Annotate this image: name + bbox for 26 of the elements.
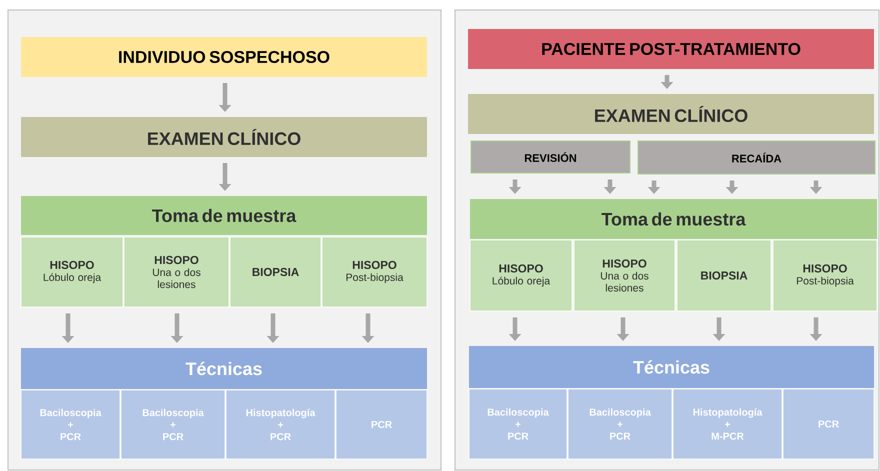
header-band: Técnicas xyxy=(469,346,874,388)
technique-cell: PCR xyxy=(336,390,428,460)
step-box: EXAMEN CLÍNICO xyxy=(468,94,874,134)
technique-cell: Baciloscopia + PCR xyxy=(568,388,672,460)
technique-cell: Baciloscopia + PCR xyxy=(468,388,568,460)
technique-cell: PCR xyxy=(782,388,874,460)
sample-cell: BIOPSIA xyxy=(230,236,322,308)
sample-cell: HISOPO Lóbulo oreja xyxy=(20,236,124,308)
sample-cell: HISOPO Una o dos lesiones xyxy=(574,240,676,312)
sample-cell: HISOPO Lóbulo oreja xyxy=(470,240,572,312)
technique-cell: Baciloscopia + PCR xyxy=(120,390,226,460)
start-box: PACIENTE POST-TRATAMIENTO xyxy=(468,29,874,69)
header-band: Toma de muestra xyxy=(470,199,877,239)
start-box: INDIVIDUO SOSPECHOSO xyxy=(21,37,427,77)
step-box: EXAMEN CLÍNICO xyxy=(21,117,427,157)
technique-cell: Histopatología + M-PCR xyxy=(672,388,782,460)
header-band: Técnicas xyxy=(21,348,427,389)
branch-box: RECAÍDA xyxy=(638,140,876,174)
sample-cell: HISOPO Post-biopsia xyxy=(772,240,878,312)
sample-cell: HISOPO Una o dos lesiones xyxy=(124,236,230,308)
technique-cell: Baciloscopia + PCR xyxy=(20,390,120,460)
technique-cell: Histopatología + PCR xyxy=(226,390,336,460)
sample-cell: HISOPO Post-biopsia xyxy=(322,236,428,308)
sample-cell: BIOPSIA xyxy=(676,240,772,312)
branch-box: REVISIÓN xyxy=(470,140,630,174)
header-band: Toma de muestra xyxy=(21,196,427,235)
